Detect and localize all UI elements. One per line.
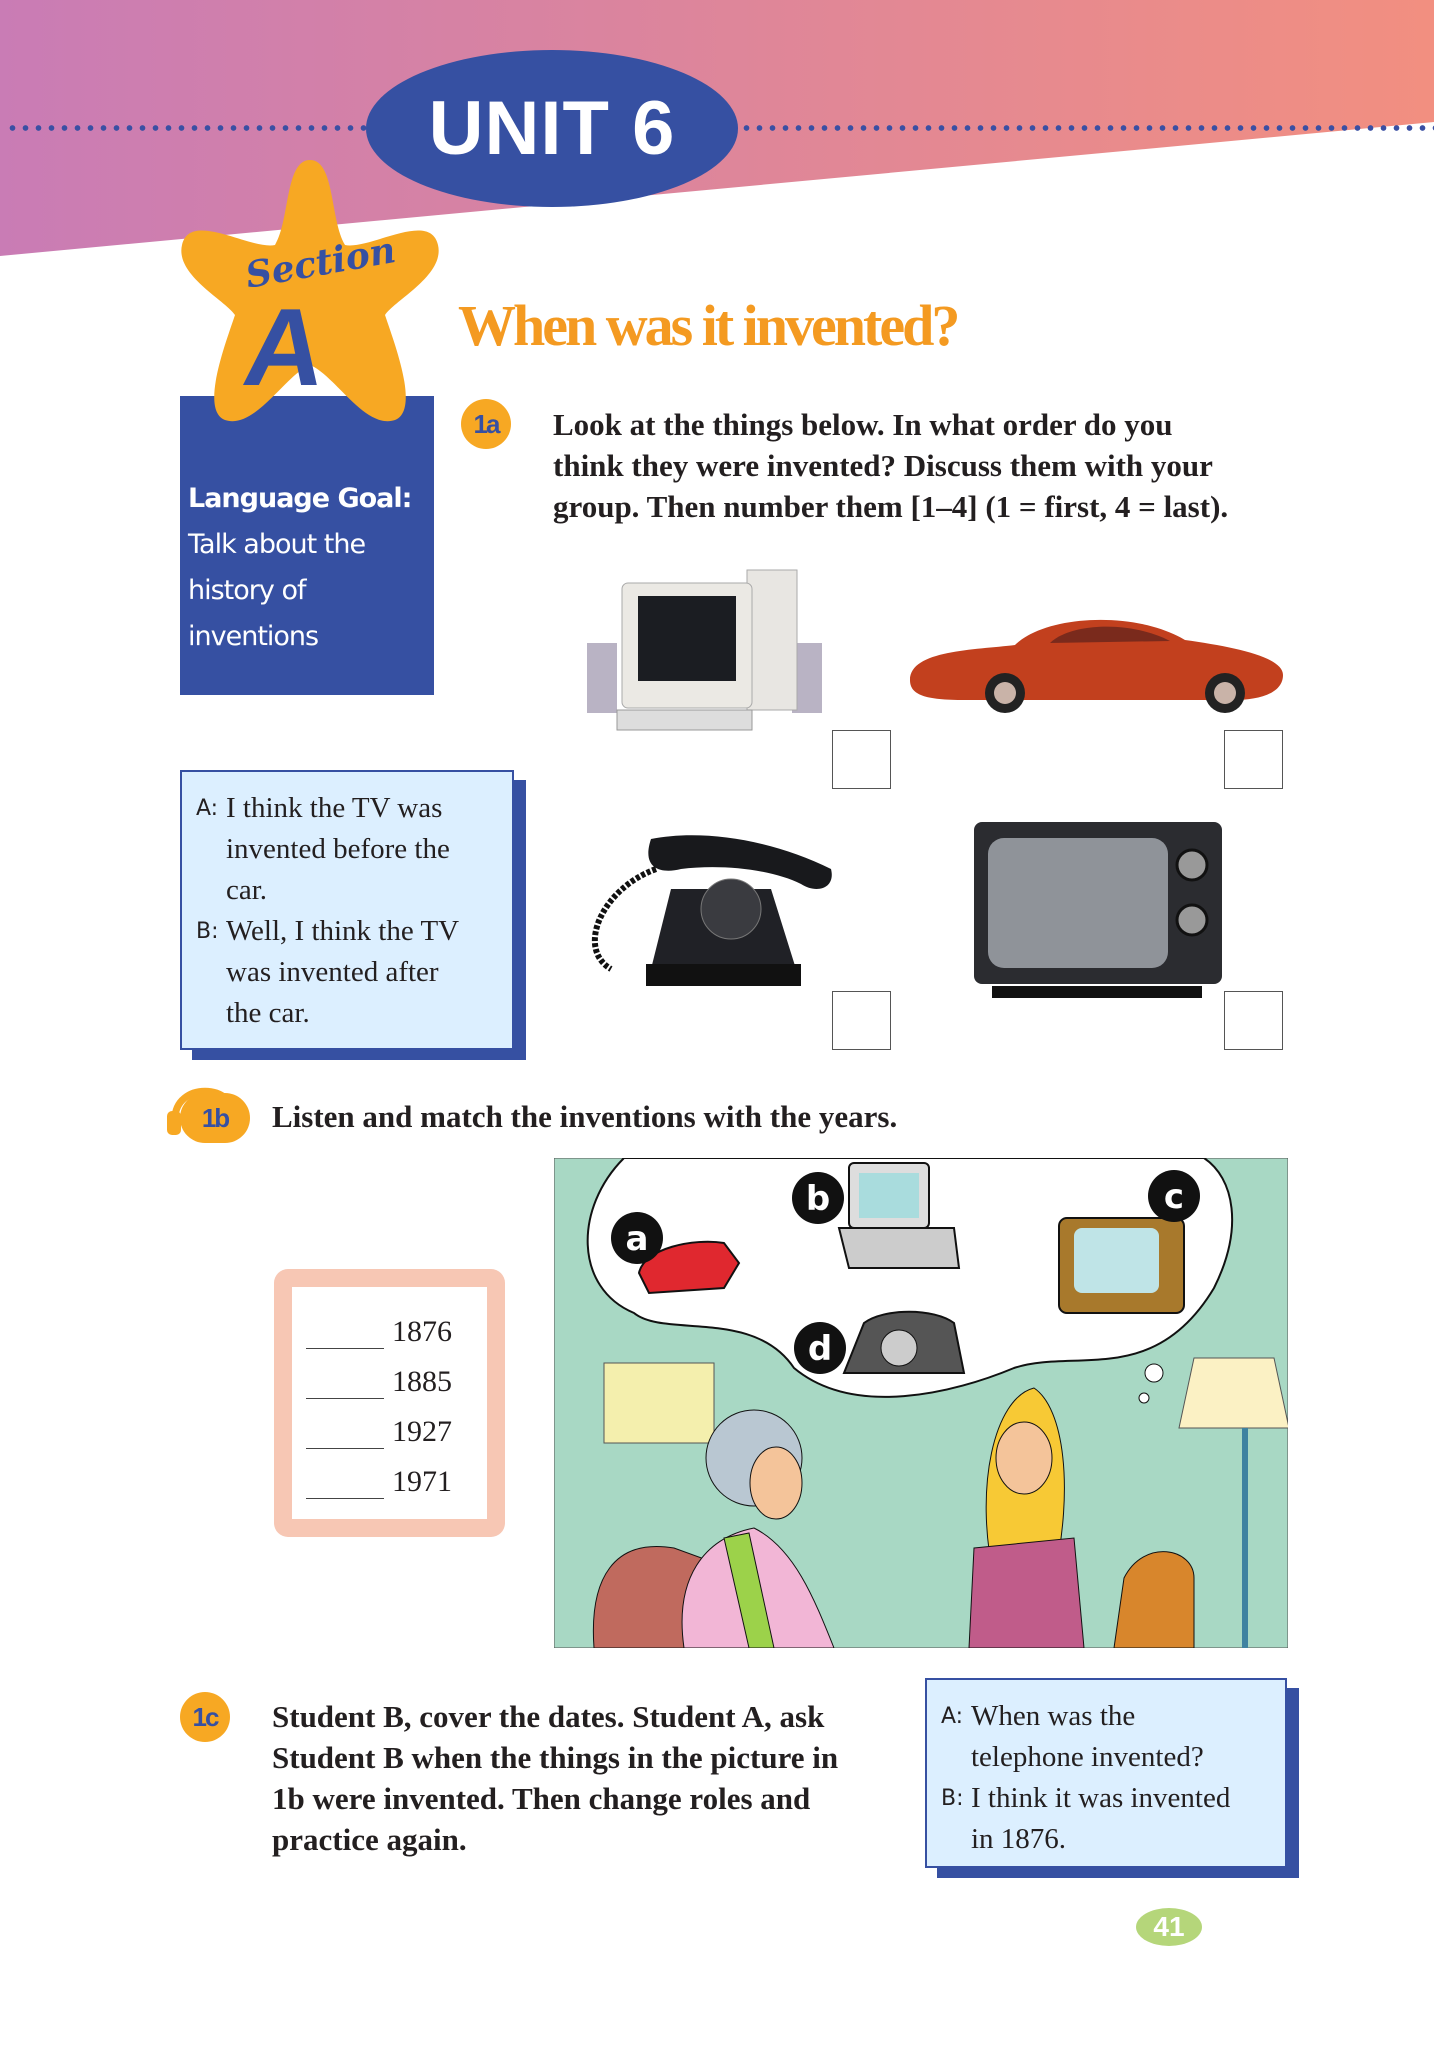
picture-label-c: c: [1164, 1177, 1184, 1217]
activity-1a-instruction: Look at the things below. In what order …: [553, 407, 1229, 524]
telephone-image: [591, 835, 832, 986]
language-goal-box: Language Goal: Talk about the history of…: [180, 396, 434, 695]
dotted-line-right: [740, 124, 1434, 132]
order-checkbox-television[interactable]: [1224, 991, 1283, 1050]
computer-image: [587, 569, 822, 731]
car-image: [910, 619, 1283, 713]
unit-badge: Unit 6: [366, 50, 738, 207]
order-checkbox-telephone[interactable]: [832, 991, 891, 1050]
dotted-line-left: [6, 124, 366, 132]
year-row: 1971: [306, 1449, 487, 1499]
language-goal-heading: Language Goal:: [188, 483, 412, 514]
language-goal-line: inventions: [188, 621, 319, 652]
year-row: 1927: [306, 1399, 487, 1449]
inventions-illustration: a b c d: [554, 1158, 1288, 1648]
language-goal-line: Talk about the: [188, 529, 366, 560]
activity-1c-badge: 1c: [180, 1692, 230, 1742]
answer-blank[interactable]: [306, 1369, 384, 1399]
activity-1a-badge: 1a: [461, 399, 511, 449]
activity-1b-badge: 1b: [180, 1093, 250, 1143]
answer-blank[interactable]: [306, 1469, 384, 1499]
activity-1b-instruction: Listen and match the inventions with the…: [272, 1099, 898, 1134]
language-goal-line: history of: [188, 575, 306, 606]
television-image: [974, 822, 1222, 998]
answer-blank[interactable]: [306, 1319, 384, 1349]
year-row: 1885: [306, 1349, 487, 1399]
order-checkbox-car[interactable]: [1224, 730, 1283, 789]
years-box: 1876 1885 1927 1971: [274, 1269, 505, 1537]
picture-label-b: b: [806, 1179, 830, 1219]
svg-text:A: A: [237, 286, 334, 408]
page-title: When was it invented?: [458, 293, 960, 358]
activity-1c-instruction: Student B, cover the dates. Student A, a…: [272, 1699, 839, 1857]
answer-blank[interactable]: [306, 1419, 384, 1449]
section-star: Section A: [181, 160, 439, 422]
page-number: 41: [1136, 1908, 1202, 1946]
year-row: 1876: [306, 1299, 487, 1349]
picture-label-d: d: [808, 1329, 832, 1369]
picture-label-a: a: [626, 1219, 649, 1259]
order-checkbox-computer[interactable]: [832, 730, 891, 789]
